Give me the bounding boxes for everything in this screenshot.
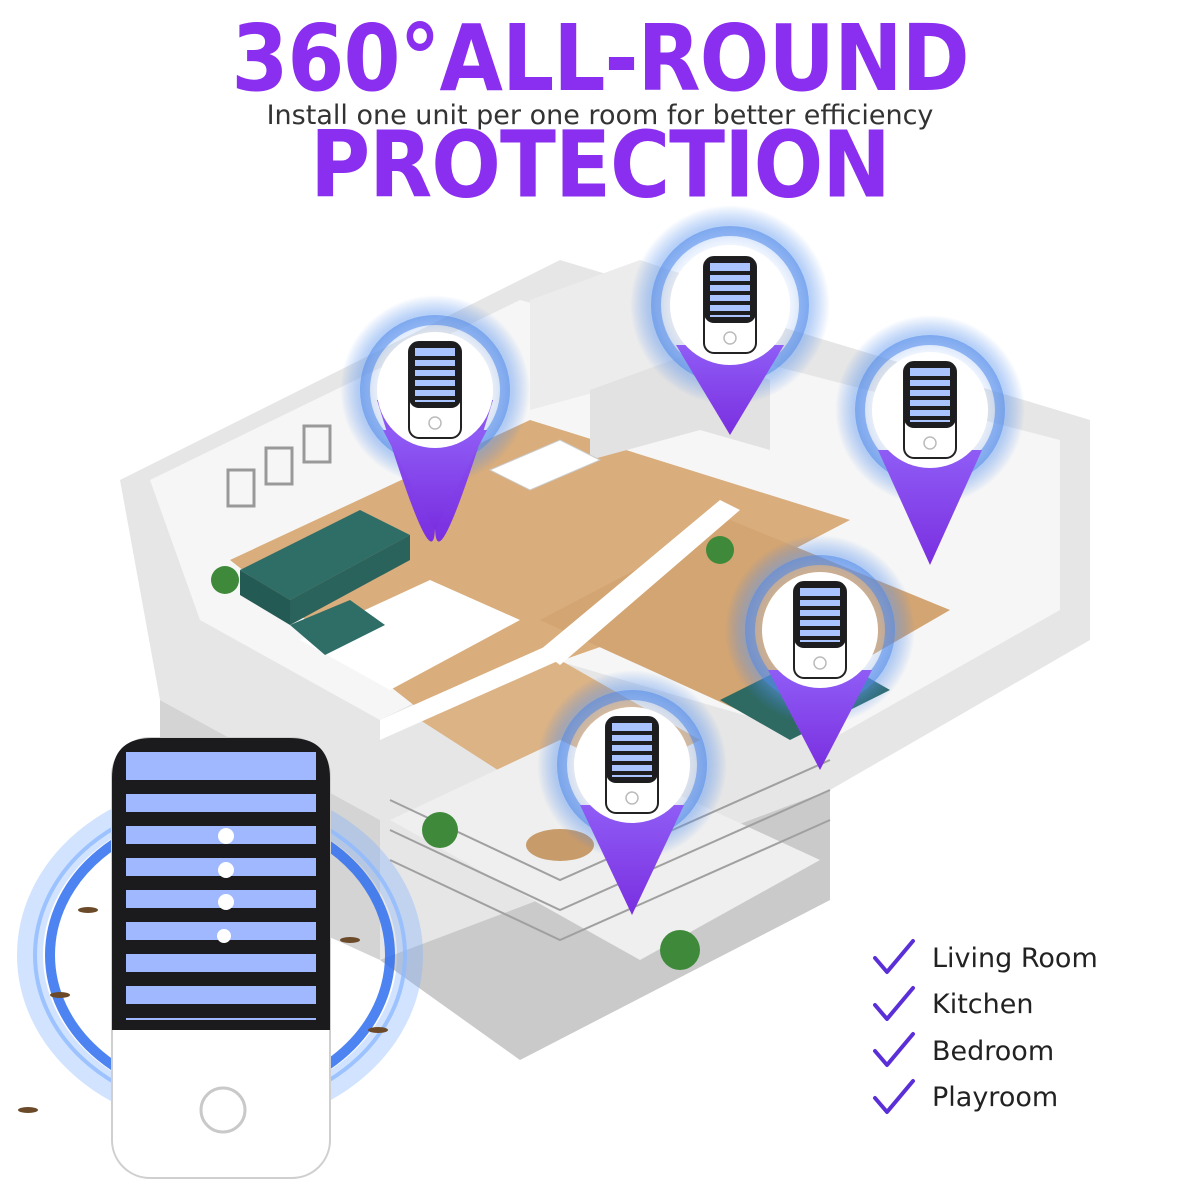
checklist-item: Playroom bbox=[872, 1075, 1172, 1122]
checklist-label: Kitchen bbox=[932, 989, 1034, 1021]
checkmark-icon bbox=[873, 939, 915, 975]
pin-dining bbox=[835, 315, 1025, 565]
product-device-large bbox=[17, 737, 423, 1179]
checkmark-icon bbox=[873, 1032, 915, 1068]
pin-balcony bbox=[537, 670, 727, 915]
pin-bedroom bbox=[725, 535, 915, 770]
headline-subtitle: Install one unit per one room for better… bbox=[266, 100, 934, 131]
headline-title: 360°ALL-ROUND PROTECTION bbox=[231, 6, 969, 219]
checklist-label: Living Room bbox=[932, 942, 1098, 974]
checklist-label: Playroom bbox=[932, 1082, 1059, 1114]
checklist-item: Kitchen bbox=[872, 982, 1172, 1029]
checkmark-icon bbox=[873, 985, 915, 1021]
mosquito-icons bbox=[18, 907, 388, 1113]
checklist-label: Bedroom bbox=[932, 1035, 1055, 1067]
checklist-item: Bedroom bbox=[872, 1028, 1172, 1075]
sofa bbox=[240, 510, 410, 625]
room-checklist: Living Room Kitchen Bedroom Playroom bbox=[872, 935, 1172, 1121]
pin-kitchen bbox=[630, 205, 830, 435]
checkmark-icon bbox=[873, 1078, 915, 1114]
pin-living-room bbox=[340, 295, 530, 542]
checklist-item: Living Room bbox=[872, 935, 1172, 982]
